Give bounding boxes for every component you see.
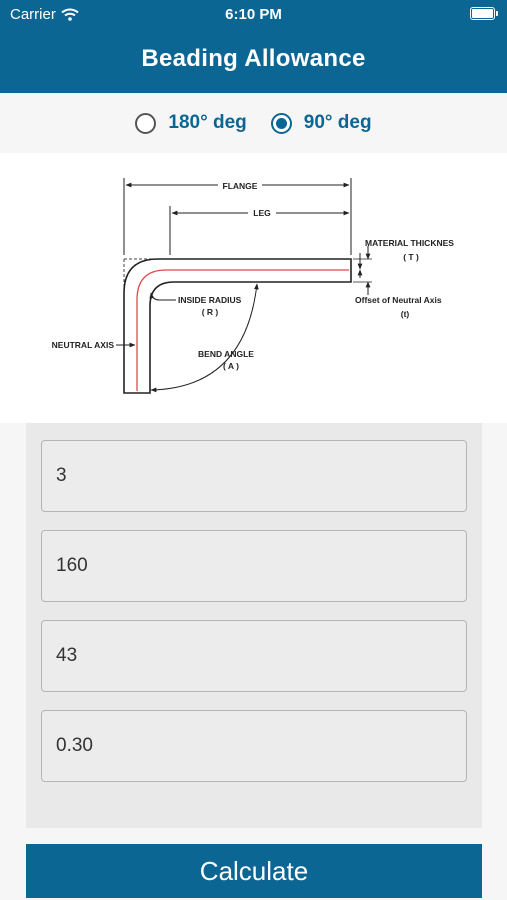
bend-angle-label: BEND ANGLE	[198, 349, 254, 359]
input-field-2[interactable]	[41, 530, 467, 602]
page-title: Beading Allowance	[141, 45, 366, 72]
leg-label: LEG	[253, 208, 271, 218]
input-field-4[interactable]	[41, 710, 467, 782]
radio-90-label: 90° deg	[303, 112, 372, 133]
bend-diagram-drawing: FLANGE LEG MATERIAL THICKNES ( T ) Offse…	[52, 178, 454, 394]
angle-symbol: ( A )	[223, 361, 239, 371]
bend-diagram: FLANGE LEG MATERIAL THICKNES ( T ) Offse…	[0, 153, 507, 423]
radio-selected-icon	[270, 112, 292, 134]
thickness-symbol: ( T )	[403, 252, 419, 262]
status-bar: Carrier 6:10 PM	[0, 0, 507, 28]
flange-label: FLANGE	[223, 181, 258, 191]
battery-icon	[470, 7, 498, 20]
radio-90-deg[interactable]: 90° deg	[270, 112, 372, 134]
calculate-button[interactable]: Calculate	[26, 844, 482, 898]
material-thickness-label: MATERIAL THICKNES	[365, 238, 454, 248]
input-field-1[interactable]	[41, 440, 467, 512]
angle-selector: 180° deg 90° deg	[0, 93, 507, 153]
neutral-axis-line	[136, 269, 349, 391]
header-bar: Carrier 6:10 PM Beading Allowance	[0, 0, 507, 93]
bent-profile	[123, 258, 352, 394]
input-field-3[interactable]	[41, 620, 467, 692]
neutral-axis-label: NEUTRAL AXIS	[52, 340, 115, 350]
wifi-icon	[61, 8, 79, 21]
carrier-label: Carrier	[10, 6, 56, 23]
radius-symbol: ( R )	[202, 307, 219, 317]
carrier-indicator: Carrier	[10, 6, 79, 23]
radio-180-deg[interactable]: 180° deg	[135, 112, 247, 134]
status-time: 6:10 PM	[225, 6, 282, 23]
offset-neutral-axis-label: Offset of Neutral Axis	[355, 295, 442, 305]
input-panel	[26, 423, 482, 828]
offset-symbol: (t)	[401, 309, 410, 319]
bend-angle-arc	[150, 283, 259, 393]
radio-unselected-icon	[135, 112, 157, 134]
radio-180-label: 180° deg	[168, 112, 247, 133]
inside-radius-label: INSIDE RADIUS	[178, 295, 242, 305]
